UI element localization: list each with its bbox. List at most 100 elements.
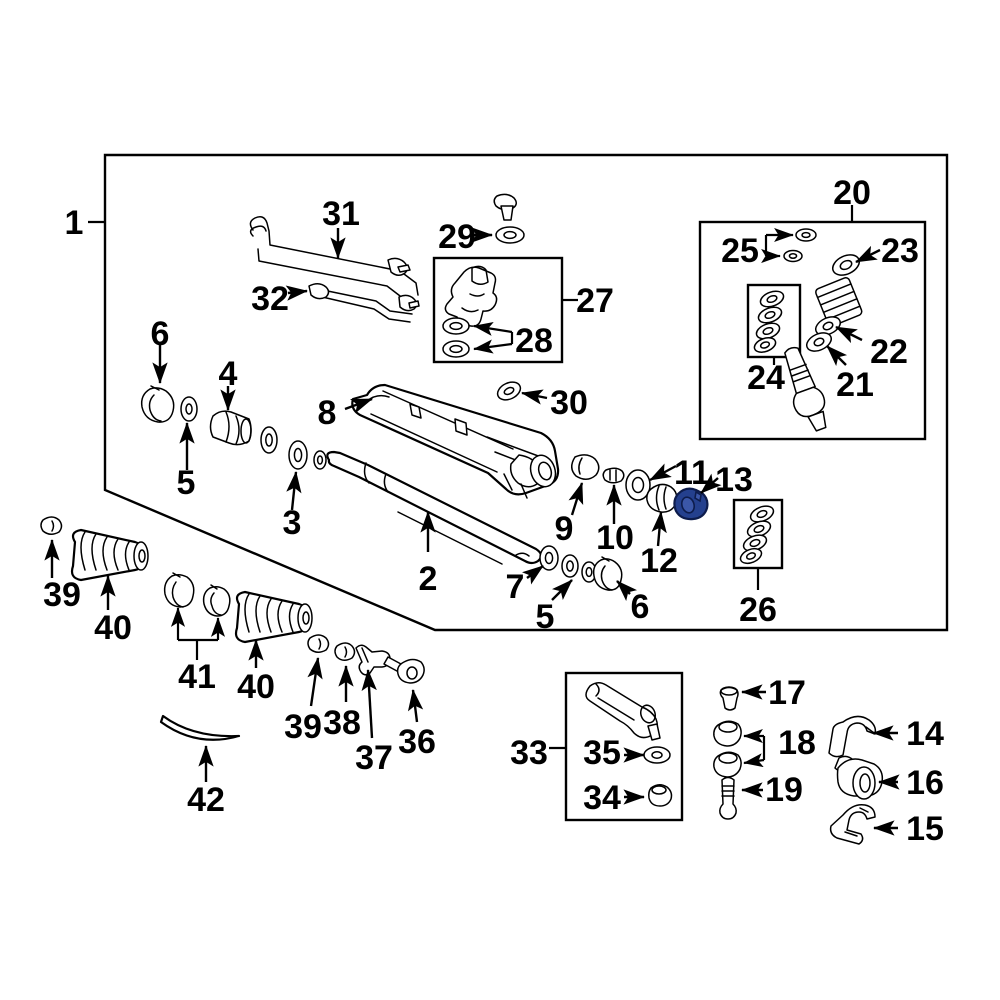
callout-24: 24 [747, 359, 785, 397]
part-39-boot-clamp-b [307, 634, 330, 653]
callout-18: 18 [778, 724, 816, 762]
part-5-washers-right [561, 554, 597, 583]
leader-9 [568, 482, 584, 516]
callout-39a: 39 [43, 576, 81, 614]
part-39-boot-clamp-a [40, 516, 63, 535]
callout-12: 12 [640, 542, 678, 580]
group-1-main-assembly-outline [88, 153, 949, 632]
callout-36: 36 [398, 723, 436, 761]
callout-35: 35 [583, 734, 621, 772]
callout-25: 25 [721, 232, 759, 270]
callout-40a: 40 [94, 609, 132, 647]
callout-15: 15 [906, 810, 944, 848]
part-40-rack-boot-b [234, 590, 313, 644]
callout-7: 7 [506, 568, 525, 606]
group-20-valve-sub-assembly-box [698, 205, 927, 441]
callout-5a: 5 [177, 464, 196, 502]
leader-8 [344, 397, 373, 414]
callout-13: 13 [715, 461, 753, 499]
leader-12 [651, 511, 667, 547]
callout-29: 29 [438, 218, 476, 256]
callout-6a: 6 [151, 315, 170, 353]
part-13-hex-lock-nut-highlighted [673, 487, 709, 521]
callout-41: 41 [178, 658, 216, 696]
part-5-washer-left [180, 396, 198, 422]
part-18-mount-grommets [713, 720, 766, 778]
part-8-steering-gear-housing [351, 383, 560, 499]
group-26-oring-kit-box [732, 498, 784, 590]
leader-5b [551, 579, 573, 601]
part-7-washer [539, 545, 559, 571]
leader-23 [855, 245, 881, 264]
callout-20: 20 [833, 174, 871, 212]
callout-31: 31 [322, 195, 360, 233]
part-6-retaining-clip-left [140, 385, 175, 423]
callout-26: 26 [739, 591, 777, 629]
callout-40b: 40 [237, 668, 275, 706]
part-36-hex-nut [396, 658, 425, 684]
part-19-mount-bolt [719, 776, 737, 820]
callout-16: 16 [906, 764, 944, 802]
callout-1: 1 [65, 204, 84, 242]
part-30-oring [496, 381, 522, 401]
callout-28: 28 [515, 322, 553, 360]
callout-34: 34 [583, 779, 621, 817]
part-42-heat-shield-strip [159, 714, 241, 741]
callout-27: 27 [576, 282, 614, 320]
part-31-hydraulic-feed-tube [249, 216, 419, 311]
callout-2: 2 [419, 560, 438, 598]
leader-36 [407, 689, 424, 723]
callout-30: 30 [550, 384, 588, 422]
leader-30 [521, 389, 548, 405]
part-2-steering-rack-shaft [326, 450, 543, 565]
leader-7 [521, 565, 544, 585]
leader-22 [835, 325, 863, 344]
leader-32 [285, 285, 308, 301]
callout-23: 23 [881, 232, 919, 270]
part-4-end-cap-nut [209, 410, 252, 446]
callout-9: 9 [555, 510, 574, 548]
callout-42: 42 [187, 781, 225, 819]
part-11-seal-ring [625, 469, 651, 501]
callout-22: 22 [870, 333, 908, 371]
callout-3: 3 [283, 504, 302, 542]
callout-11: 11 [674, 454, 710, 492]
part-16-mount-bushing [836, 758, 884, 800]
part-15-mounting-bracket-lower [829, 803, 876, 845]
callout-17: 17 [768, 674, 806, 712]
callout-14: 14 [906, 715, 944, 753]
leader-3 [286, 471, 302, 511]
callout-5b: 5 [536, 598, 555, 636]
part-40-rack-boot-a [70, 528, 149, 582]
leader-6b [616, 580, 638, 602]
part-38-lock-washer [334, 642, 356, 661]
callout-labels: 1 2 3 4 5 5 6 6 7 8 9 10 11 12 13 14 15 … [43, 174, 944, 848]
part-12-cylinder-end-plug [646, 483, 678, 513]
part-32-hydraulic-return-tube [308, 283, 420, 323]
callout-37: 37 [355, 739, 393, 777]
callout-10: 10 [596, 519, 634, 557]
callout-39b: 39 [284, 708, 322, 746]
part-6-retaining-clip-right [592, 556, 623, 591]
leader-11 [649, 463, 677, 482]
callout-38: 38 [323, 704, 361, 742]
part-29-sealing-washer [493, 193, 525, 244]
part-9-bushing-seat [571, 454, 600, 480]
callout-19: 19 [765, 771, 803, 809]
group-33-tie-rod-end-box [549, 671, 684, 822]
callout-8: 8 [318, 394, 337, 432]
callout-6b: 6 [631, 588, 650, 626]
leader-39b [307, 657, 323, 707]
leader-21 [826, 345, 848, 367]
callout-33: 33 [510, 734, 548, 772]
part-17-cap-nut [719, 686, 739, 711]
leader-37 [361, 669, 377, 739]
callout-4: 4 [219, 355, 238, 393]
callout-21: 21 [836, 366, 874, 404]
group-27-valve-housing-box [432, 256, 578, 364]
leader-13 [700, 473, 722, 494]
part-3-washers [260, 426, 327, 470]
callout-32: 32 [251, 280, 289, 318]
